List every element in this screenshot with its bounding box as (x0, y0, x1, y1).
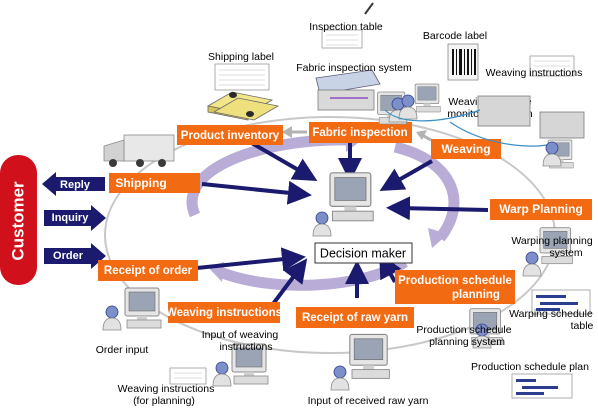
production-plan-label: Production schedule plan (471, 361, 589, 373)
customer-panel (0, 155, 37, 285)
order-arrow: Order (44, 243, 106, 269)
inquiry-arrow: Inquiry (44, 205, 106, 231)
production-system-label-1: Production schedule (416, 324, 511, 336)
svg-text:Weaving: Weaving (441, 142, 490, 156)
truck-icon (103, 134, 175, 167)
svg-text:Receipt of order: Receipt of order (104, 265, 193, 277)
fabric-inspection-system-label: Fabric inspection system (296, 62, 412, 74)
order-label: Order (53, 250, 84, 262)
warping-schedule-table-icon (531, 289, 591, 315)
weaving-monitor-person (542, 139, 574, 169)
box-fabric-inspection: Fabric inspection (309, 122, 412, 143)
barcode-icon (447, 43, 479, 81)
order-input-computer (102, 287, 162, 331)
weaving-computer (398, 83, 441, 120)
arrow-receipt-order (196, 247, 306, 272)
decision-maker-computer (329, 172, 374, 222)
order-input-label: Order input (96, 344, 149, 356)
shipping-label-document-icon (214, 63, 270, 91)
decision-maker-label: Decision maker (320, 246, 406, 260)
navy-arrows (196, 140, 489, 310)
production-system-label-2: planning system (429, 336, 505, 348)
warping-schedule-label-1: Warping schedule (509, 308, 593, 320)
input-weaving-label-1: Input of weaving (202, 329, 279, 341)
decision-maker-person (312, 211, 332, 237)
box-production-schedule-planning: Production schedule planning (395, 270, 515, 304)
weaving-for-planning-document-icon (169, 367, 207, 385)
arrow-weaving (379, 159, 433, 191)
weaving-instructions-document-icon (529, 55, 575, 77)
warping-schedule-label-2: table (571, 320, 594, 332)
decision-maker-box (314, 242, 413, 264)
gray-arrows (282, 126, 432, 142)
svg-text:Receipt of raw yarn: Receipt of raw yarn (302, 312, 408, 324)
svg-text:Fabric inspection: Fabric inspection (312, 127, 407, 139)
warping-planning-label-1: Warping planning (511, 235, 592, 247)
arrow-production (379, 253, 402, 283)
box-receipt-of-order: Receipt of order (98, 260, 198, 281)
box-product-inventory: Product inventory (177, 125, 283, 145)
weaving-instructions-top-label: Weaving instructions (486, 67, 583, 79)
fabric-rolls-icon (206, 91, 280, 121)
inspection-table-label: Inspection table (309, 21, 383, 33)
box-weaving-instructions: Weaving instructions (166, 302, 282, 323)
production-plan-document-icon (511, 373, 573, 399)
reply-arrow: Reply (42, 172, 105, 196)
box-receipt-of-raw-yarn: Receipt of raw yarn (296, 307, 414, 328)
arrow-warp (386, 196, 489, 221)
svg-text:Product inventory: Product inventory (181, 130, 280, 142)
shipping-label-label: Shipping label (208, 51, 274, 63)
box-warp-planning: Warp Planning (490, 199, 592, 220)
raw-yarn-input-computer (330, 333, 390, 391)
arrow-shipping (201, 180, 312, 205)
arrow-weaving-instr (268, 258, 308, 310)
warping-planning-label-2: system (549, 247, 583, 259)
arrow-inventory (248, 140, 318, 182)
box-shipping: Shipping (109, 173, 200, 193)
svg-text:Shipping: Shipping (115, 176, 166, 190)
weaving-for-planning-label-2: (for planning) (133, 395, 195, 407)
svg-text:Production schedule: Production schedule (398, 275, 512, 287)
weaving-machine-icon (477, 95, 585, 139)
inquiry-label: Inquiry (52, 212, 90, 224)
svg-text:Weaving instructions: Weaving instructions (166, 307, 282, 319)
box-weaving: Weaving (431, 139, 501, 159)
barcode-label-label: Barcode label (423, 30, 487, 42)
svg-text:planning: planning (452, 289, 500, 301)
input-raw-yarn-label: Input of received raw yarn (308, 395, 429, 407)
inspection-table-document-icon (321, 2, 374, 49)
fabric-inspection-machine-icon (315, 69, 381, 111)
input-weaving-label-2: instructions (219, 341, 272, 353)
customer-label: Customer (8, 181, 27, 261)
svg-text:Warp Planning: Warp Planning (499, 202, 583, 216)
weaving-for-planning-label-1: Weaving instructions (118, 383, 215, 395)
reply-label: Reply (60, 179, 91, 191)
